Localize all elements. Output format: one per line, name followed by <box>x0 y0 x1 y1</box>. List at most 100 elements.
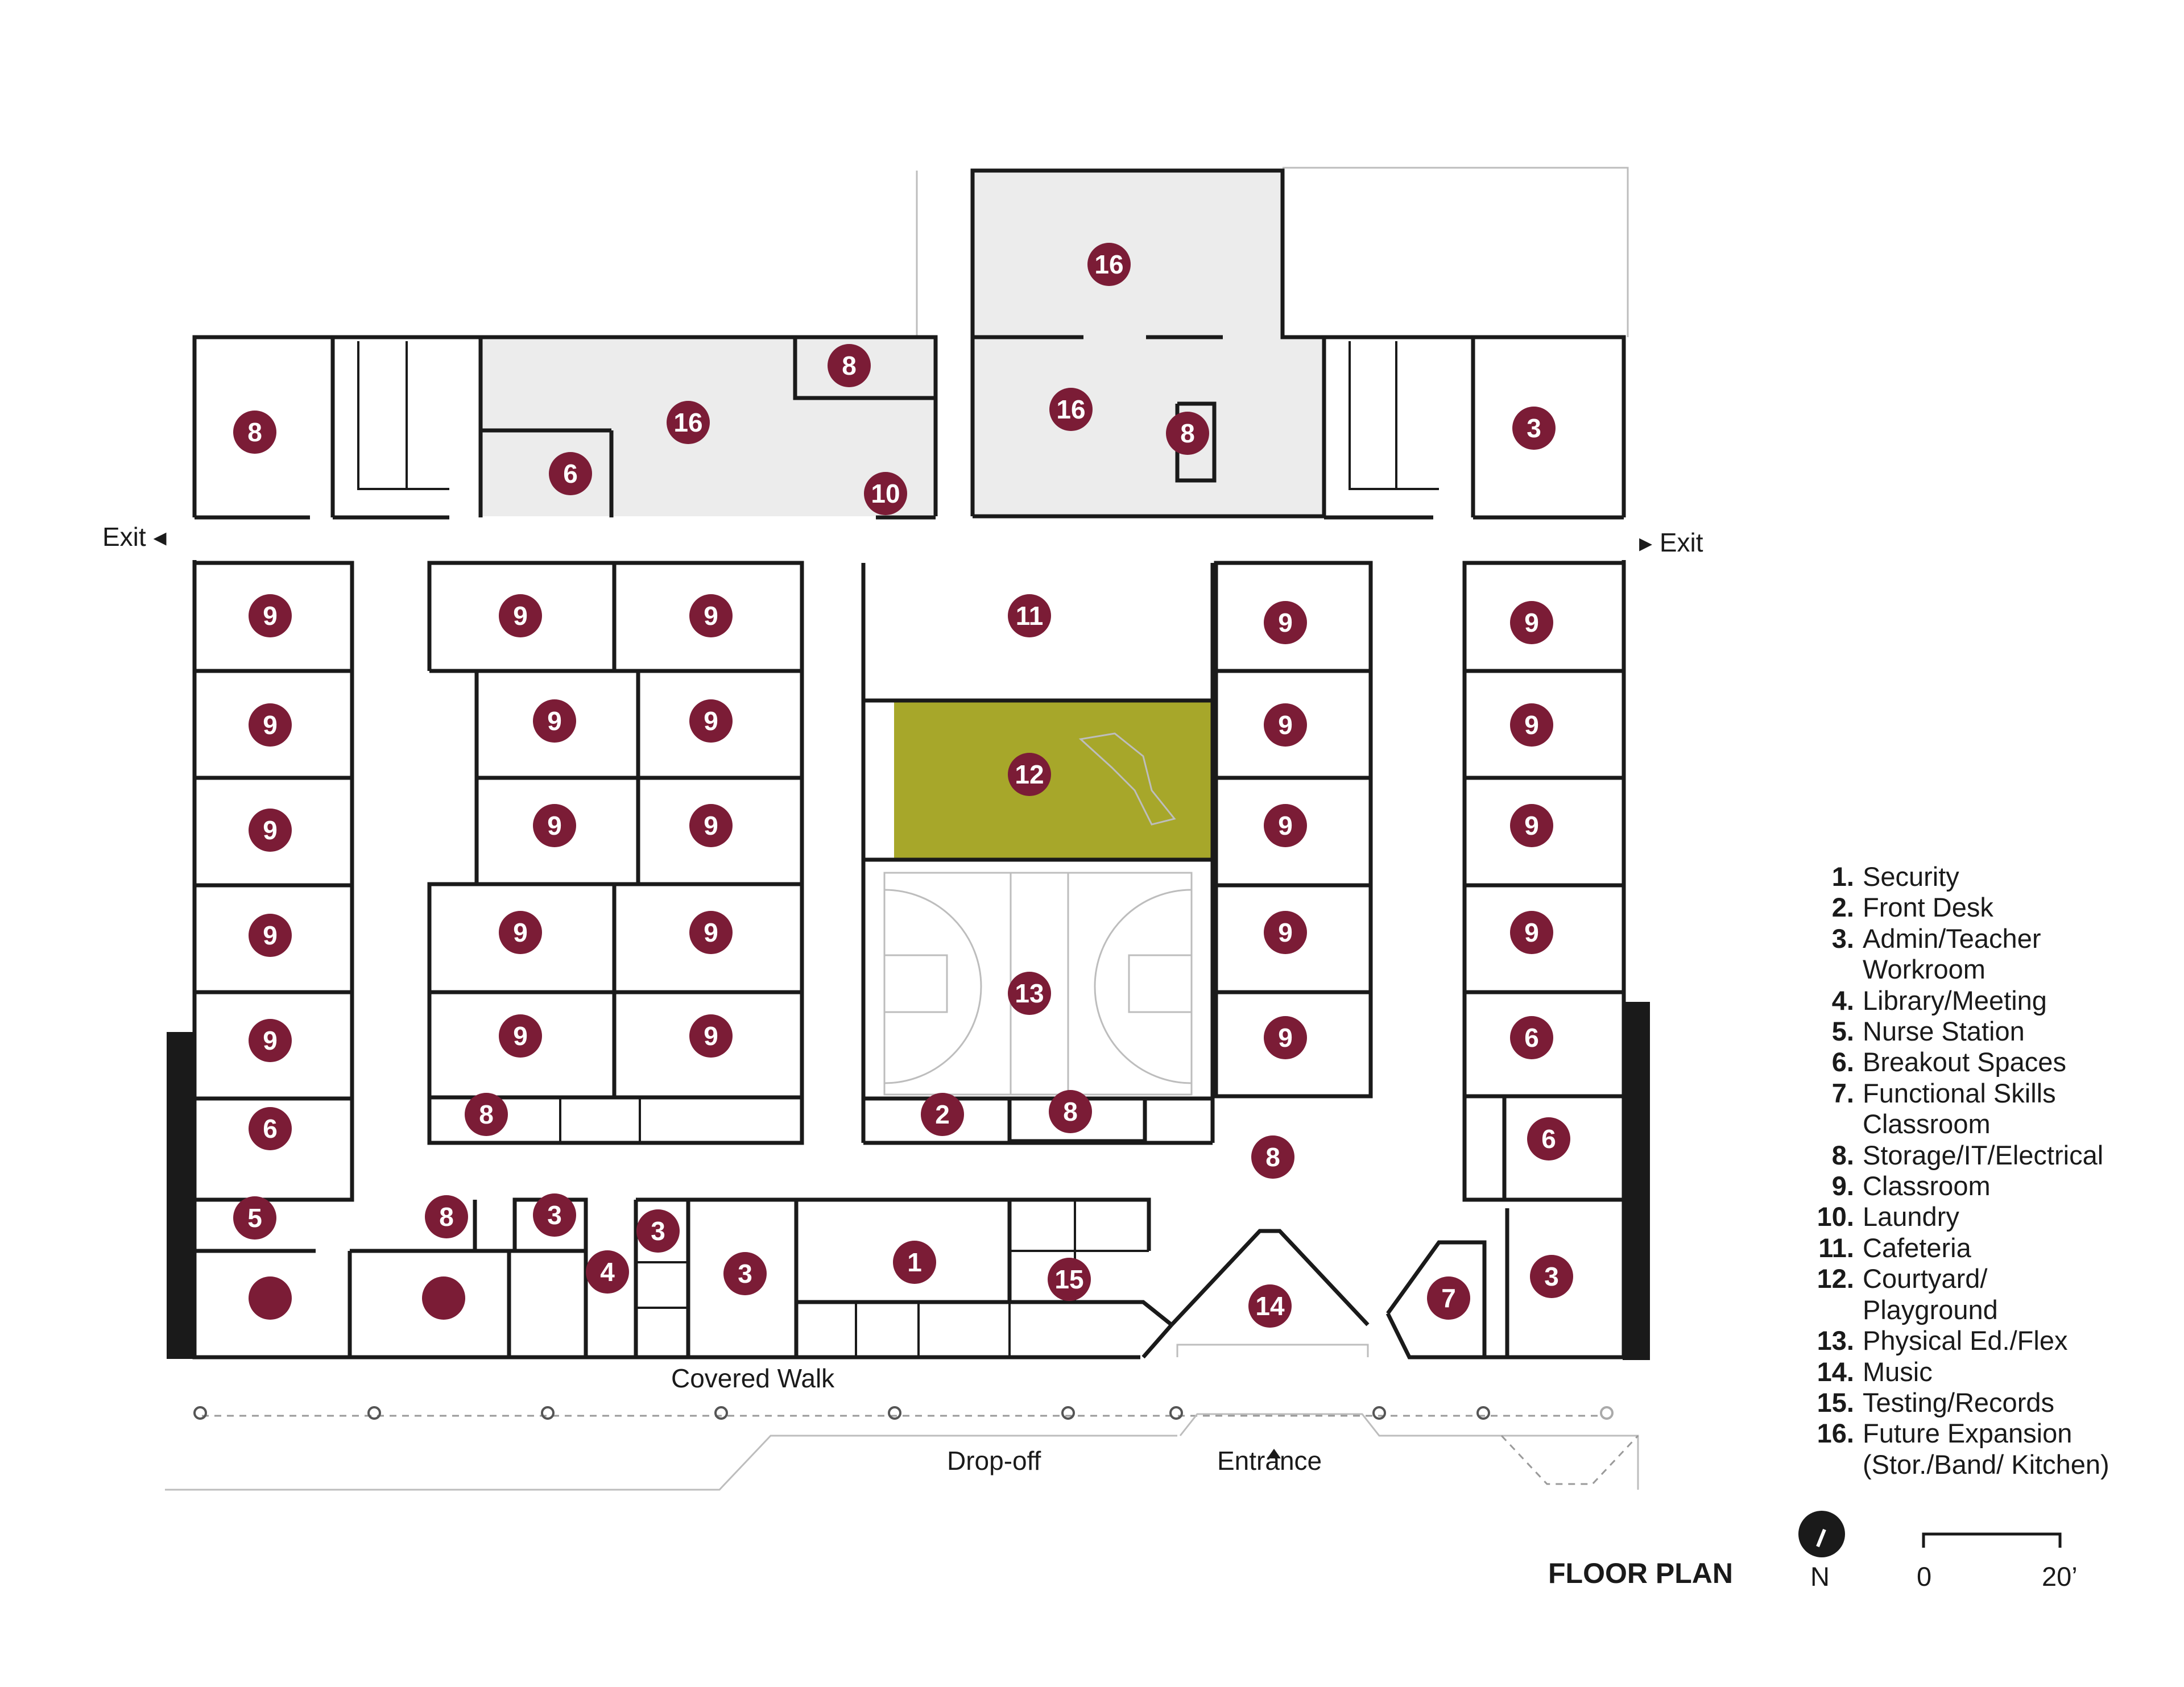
svg-text:9: 9 <box>1278 608 1293 637</box>
legend-number: 15. <box>1817 1387 1854 1417</box>
room-badge: 1 <box>893 1241 936 1284</box>
svg-text:11: 11 <box>1016 601 1044 631</box>
room-badge: 3 <box>533 1193 576 1237</box>
legend-item: 10.Laundry <box>1809 1201 2109 1232</box>
entrance-label: Entrance <box>1217 1446 1322 1475</box>
svg-text:8: 8 <box>479 1100 494 1129</box>
legend-label: Music <box>1863 1356 1933 1387</box>
room-badge: 16 <box>667 401 710 444</box>
room-badge: 9 <box>689 911 733 954</box>
legend-item: (Stor./Band/ Kitchen) <box>1809 1449 2109 1480</box>
room-badge: 6 <box>1510 1016 1553 1059</box>
legend-item: 6. Breakout Spaces <box>1809 1047 2109 1077</box>
svg-text:9: 9 <box>1278 918 1293 947</box>
covered-walk-label: Covered Walk <box>671 1363 835 1393</box>
legend-item: 13.Physical Ed./Flex <box>1809 1325 2109 1356</box>
room-badge: 14 <box>1248 1284 1292 1328</box>
legend-label: Future Expansion <box>1863 1418 2073 1449</box>
site-walkways <box>165 1406 1639 1491</box>
room-badge <box>249 1276 292 1320</box>
svg-text:9: 9 <box>1524 918 1539 947</box>
room-badges: 16 16 8 16 8 8 6 10 3 9 11 9 9 9 9 9 9 1… <box>233 243 1573 1328</box>
room-badge: 3 <box>1512 407 1556 450</box>
room-badge: 9 <box>1510 703 1553 747</box>
room-badge: 9 <box>1510 601 1553 644</box>
legend-item: 14. Music <box>1809 1357 2109 1387</box>
svg-text:6: 6 <box>263 1114 278 1143</box>
legend-label: Storage/IT/Electrical <box>1863 1139 2104 1170</box>
svg-text:9: 9 <box>704 918 718 947</box>
svg-text:8: 8 <box>1265 1142 1280 1172</box>
exit-left-label: Exit ◂ <box>102 522 167 552</box>
svg-text:16: 16 <box>1094 250 1123 279</box>
svg-text:3: 3 <box>1544 1262 1559 1291</box>
north-label: N <box>1810 1561 1830 1591</box>
legend-item: 15.Testing/Records <box>1809 1387 2109 1418</box>
room-badge: 16 <box>1049 388 1093 431</box>
svg-text:9: 9 <box>263 815 278 845</box>
legend-label: Security <box>1863 861 1959 892</box>
legend-label: Workroom <box>1863 954 1986 985</box>
svg-text:9: 9 <box>263 710 278 740</box>
svg-text:9: 9 <box>704 811 718 840</box>
legend-item: 11.Cafeteria <box>1809 1233 2109 1263</box>
room-badge: 6 <box>249 1107 292 1150</box>
svg-text:16: 16 <box>673 408 702 437</box>
room-badge: 7 <box>1427 1276 1470 1320</box>
room-badge: 8 <box>828 344 871 387</box>
legend-item: 7. Functional Skills <box>1809 1078 2109 1109</box>
room-badge: 9 <box>533 699 576 743</box>
legend-label: Classroom <box>1863 1109 1991 1139</box>
room-badge: 11 <box>1008 594 1051 637</box>
scale-end-label: 20’ <box>2042 1561 2078 1591</box>
svg-text:9: 9 <box>704 601 718 631</box>
courtyard-area <box>894 701 1213 860</box>
svg-text:3: 3 <box>651 1216 665 1246</box>
legend-number: 7. <box>1831 1077 1854 1108</box>
room-badge: 9 <box>249 914 292 957</box>
legend-number: 6. <box>1831 1047 1854 1077</box>
room-badge: 9 <box>1264 804 1307 847</box>
room-badge: 15 <box>1048 1258 1091 1301</box>
room-badge: 4 <box>586 1250 629 1294</box>
svg-text:10: 10 <box>871 479 900 508</box>
legend-item: 16. Future Expansion <box>1809 1418 2109 1449</box>
legend-label: Functional Skills <box>1863 1077 2056 1108</box>
legend-item: 4.Library/Meeting <box>1809 985 2109 1016</box>
svg-text:7: 7 <box>1441 1283 1456 1313</box>
legend-item: Workroom <box>1809 954 2109 985</box>
legend-label: (Stor./Band/ Kitchen) <box>1863 1449 2109 1479</box>
room-badge: 12 <box>1008 753 1051 796</box>
svg-text:6: 6 <box>1541 1124 1556 1154</box>
legend-item: Playground <box>1809 1295 2109 1325</box>
svg-text:5: 5 <box>247 1203 262 1233</box>
legend-label: Cafeteria <box>1863 1232 1971 1263</box>
room-badge: 9 <box>689 1014 733 1058</box>
legend-item: 1.Security <box>1809 861 2109 892</box>
room-badge: 3 <box>1530 1255 1573 1298</box>
svg-text:15: 15 <box>1054 1265 1083 1294</box>
room-badge: 8 <box>233 411 276 454</box>
legend-number: 14. <box>1817 1356 1854 1387</box>
svg-text:9: 9 <box>1278 1023 1293 1052</box>
legend-label: Library/Meeting <box>1863 985 2047 1015</box>
svg-text:13: 13 <box>1015 979 1044 1008</box>
room-badge: 9 <box>249 703 292 747</box>
room-badge: 8 <box>1251 1135 1294 1179</box>
legend-item: 12.Courtyard/ <box>1809 1263 2109 1294</box>
legend-label: Breakout Spaces <box>1863 1047 2066 1077</box>
legend-number: 16. <box>1817 1418 1854 1449</box>
svg-text:6: 6 <box>1524 1023 1539 1052</box>
room-badge: 16 <box>1087 243 1131 286</box>
legend-number: 9. <box>1831 1171 1854 1201</box>
room-badge: 9 <box>1264 911 1307 954</box>
legend-number: 8. <box>1831 1139 1854 1170</box>
svg-text:9: 9 <box>263 601 278 631</box>
legend-item: 3.Admin/Teacher <box>1809 923 2109 954</box>
svg-text:9: 9 <box>704 1021 718 1051</box>
svg-text:3: 3 <box>1527 413 1541 443</box>
legend-label: Playground <box>1863 1294 1998 1325</box>
svg-text:9: 9 <box>513 1021 528 1051</box>
legend-item: 5.Nurse Station <box>1809 1016 2109 1047</box>
